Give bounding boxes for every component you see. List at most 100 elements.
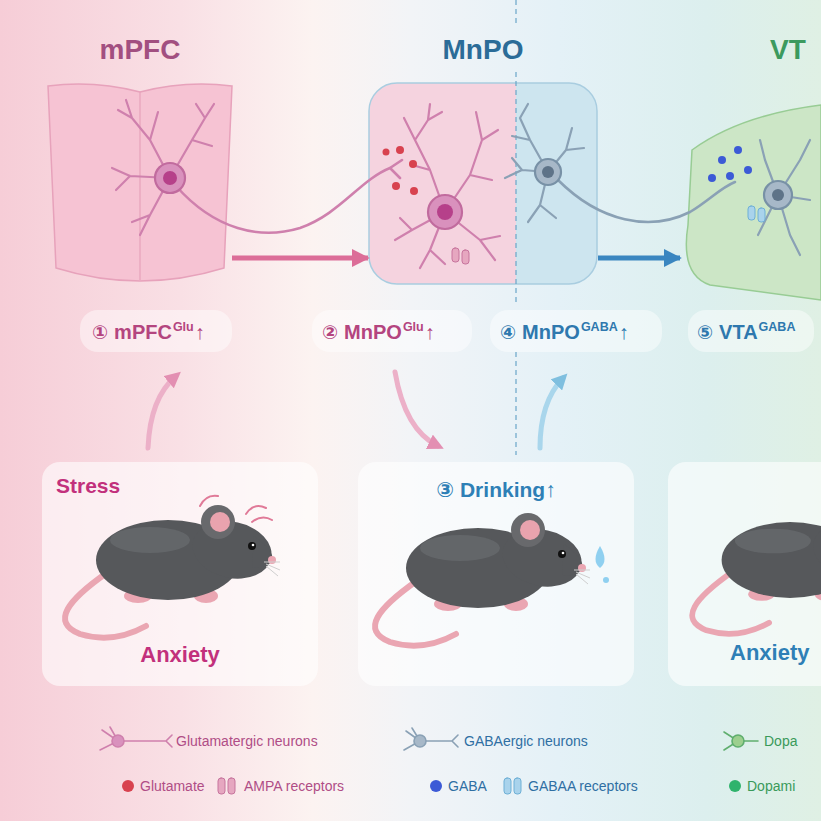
process-arrows-part	[395, 372, 438, 446]
divider-dashed	[515, 0, 516, 455]
region-title: mPFC	[100, 34, 181, 66]
panel-shape	[42, 462, 318, 686]
mnpo-glu-neuron-part	[428, 195, 462, 229]
text-slot: mPFC	[48, 34, 232, 66]
mnpo-glu-neuron-part-part	[452, 248, 459, 262]
region-title: VT	[770, 34, 806, 66]
legend-icons-part-part	[414, 735, 426, 747]
callout-number: ④	[500, 316, 516, 348]
legend-entry: Dopami	[729, 777, 795, 795]
divider-dashed-part	[515, 0, 516, 26]
legend-icons-part	[218, 778, 235, 794]
behavior-panel: StressAnxiety	[42, 462, 318, 686]
mnpo-outline	[368, 82, 598, 285]
step-label: ②MnPOGlu↑	[322, 316, 436, 348]
brain-region: MnPO	[368, 82, 598, 285]
legend-icons-part-part	[228, 778, 235, 794]
legend-icons-part	[724, 732, 758, 750]
behavior-label: ③ Drinking↑	[436, 478, 555, 502]
mpfc-outline	[48, 80, 232, 284]
region-name: MnPO	[522, 316, 580, 348]
mnpo-glu-neuron-part-part	[392, 182, 400, 190]
legend-icons-part	[504, 778, 521, 794]
legend-icons	[100, 727, 758, 794]
cell-type-superscript: Glu	[173, 311, 194, 343]
process-arrows-part	[148, 376, 176, 448]
label-glow-part	[490, 310, 662, 352]
legend-text: GABAA receptors	[528, 778, 638, 794]
vta-outline	[680, 105, 821, 300]
vta-neuron-part	[772, 189, 784, 201]
region-name: MnPO	[344, 316, 402, 348]
text-slot: Stress	[56, 474, 120, 498]
panel-shape	[668, 462, 821, 686]
mnpo-shape	[369, 83, 597, 284]
cell-type-superscript: GABA	[581, 311, 618, 343]
legend-text: Dopami	[747, 778, 795, 794]
vta-neuron-part-part	[734, 146, 742, 154]
step-label: ⑤VTAGABA	[697, 316, 796, 348]
legend-text: Glutamate	[140, 778, 205, 794]
behavior-panel: Anxiety	[668, 462, 821, 686]
vta-neuron-part-part	[718, 156, 726, 164]
mnpo-glu-neuron-part-part	[396, 146, 404, 154]
legend-entry: GABA	[430, 777, 487, 795]
vta-neuron-part-part	[726, 172, 734, 180]
legend-icons-part-part	[404, 728, 458, 750]
mnpo-glu-neuron-part-part	[462, 250, 469, 264]
legend-icons-part	[404, 728, 458, 750]
legend-entry: GABAergic neurons	[464, 732, 588, 750]
legend-swatch	[729, 780, 741, 792]
mpfc-neuron-part	[155, 163, 185, 193]
legend-entry: AMPA receptors	[244, 777, 344, 795]
label-glow-part	[312, 310, 472, 352]
projection-arrow	[598, 256, 680, 261]
step-label: ④MnPOGABA↑	[500, 316, 630, 348]
label-glow-part	[80, 310, 232, 352]
legend-entry: GABAA receptors	[528, 777, 638, 795]
legend-entry: Dopa	[764, 732, 797, 750]
mnpo-glu-neuron-part	[437, 204, 453, 220]
label-glow-part	[688, 310, 814, 352]
region-title: MnPO	[443, 34, 524, 66]
vta-neuron-part-part	[708, 174, 716, 182]
increase-arrow: ↑	[619, 316, 629, 348]
divider-dashed-part	[515, 352, 516, 455]
callout-number: ②	[322, 316, 338, 348]
mpfc-neuron-part	[163, 171, 177, 185]
process-arrows-part	[540, 378, 563, 448]
text-slot: Anxiety	[730, 640, 809, 666]
legend-icons-part-part	[504, 778, 511, 794]
legend-text: GABA	[448, 778, 487, 794]
projection-arrow	[232, 256, 368, 261]
increase-arrow: ↑	[425, 316, 435, 348]
mnpo-glu-neuron-part-part	[383, 149, 390, 156]
hemisphere-line	[139, 92, 140, 280]
behavior-panel: ③ Drinking↑	[358, 462, 634, 686]
text-slot: ③ Drinking↑	[358, 478, 634, 502]
text-slot: VT	[770, 34, 806, 66]
cell-type-superscript: Glu	[403, 311, 424, 343]
increase-arrow: ↑	[195, 316, 205, 348]
text-slot: Anxiety	[42, 642, 318, 668]
legend-text: GABAergic neurons	[464, 733, 588, 749]
legend-icons-part-part	[724, 732, 758, 750]
legend-icons-part-part	[732, 735, 744, 747]
mnpo-gaba-neuron-part	[542, 166, 554, 178]
legend-swatch	[430, 780, 442, 792]
vta-neuron-part	[764, 181, 792, 209]
panel-heading: Stress	[56, 474, 120, 498]
legend-icons-part-part	[514, 778, 521, 794]
behavior-label: Anxiety	[730, 640, 809, 666]
region-name: mPFC	[114, 316, 172, 348]
drinking-mouse-part	[603, 577, 609, 583]
vta-neuron-part-part	[748, 206, 755, 220]
legend-text: Glutamatergic neurons	[176, 733, 318, 749]
mpfc-shape	[48, 84, 232, 281]
region-name: VTA	[719, 316, 758, 348]
legend-text: AMPA receptors	[244, 778, 344, 794]
vta-neuron-part-part	[758, 208, 765, 222]
